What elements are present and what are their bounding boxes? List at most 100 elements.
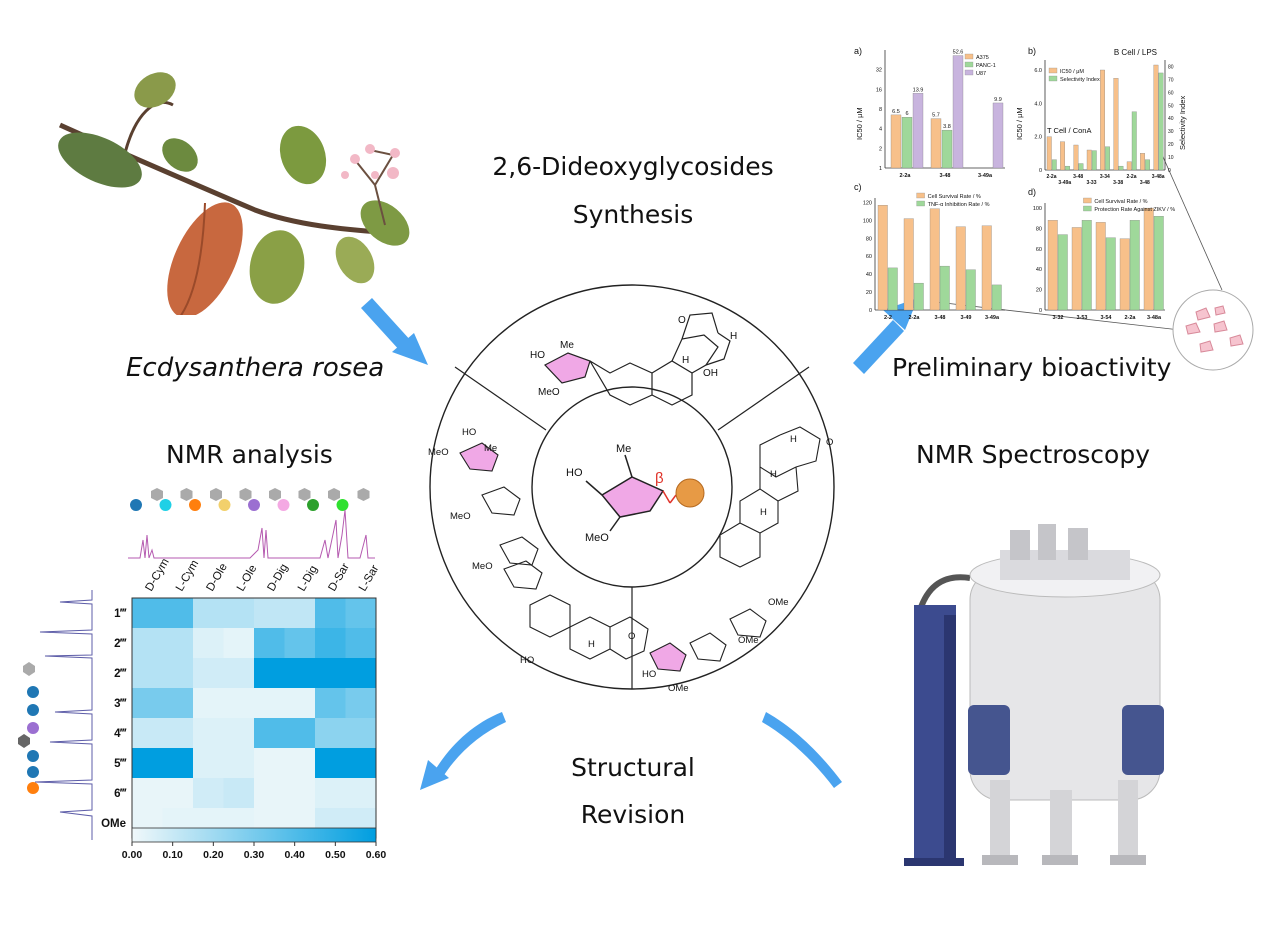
bar (992, 102, 1004, 169)
heatmap-cell (162, 688, 194, 719)
x-tick-label: 3-48a (1147, 315, 1162, 321)
svg-text:MeO: MeO (472, 561, 493, 572)
svg-text:β: β (655, 470, 664, 487)
bar (1153, 64, 1159, 171)
y-tick-label-right: 70 (1168, 77, 1174, 83)
heatmap-cell (254, 718, 285, 749)
x-tick-label: 3-34 (1100, 174, 1110, 180)
colorbar-tick-label: 0.60 (366, 849, 387, 861)
bar (1047, 220, 1058, 311)
heatmap-cell (223, 658, 255, 689)
bar (1105, 146, 1110, 171)
sugar-symbol (130, 499, 142, 511)
y-tick-label-right: 30 (1168, 129, 1174, 135)
heatmap-cell (284, 658, 316, 689)
bar (1060, 141, 1065, 171)
bar (939, 265, 950, 311)
y-tick-label-right: 40 (1168, 116, 1174, 122)
heatmap-cell (223, 598, 255, 629)
heatmap-cell (254, 658, 285, 689)
svg-text:OH: OH (703, 368, 718, 379)
arrow-plant-to-center (361, 298, 428, 365)
y-axis-label: IC50 / μM (1015, 107, 1024, 140)
panel-label-b: b) (1028, 46, 1036, 56)
deoxy-hexagon (328, 488, 340, 501)
legend-label: Cell Survival Rate / % (928, 194, 981, 200)
heatmap-cell (162, 748, 194, 779)
bar (929, 208, 940, 311)
x-tick-label: 2-2a (1046, 174, 1056, 180)
heatmap-cell (132, 658, 163, 689)
heatmap-cell (223, 748, 255, 779)
bar (890, 114, 902, 169)
deoxy-hexagon (151, 488, 163, 501)
heatmap-cell (162, 718, 194, 749)
y-tick-label: 8 (879, 107, 882, 113)
x-tick-label: 2-2a (899, 173, 911, 179)
bar (1091, 150, 1097, 171)
heatmap-cell (132, 748, 163, 779)
heatmap-cell (193, 778, 224, 809)
deoxy-hexagon (269, 488, 281, 501)
bar (981, 225, 992, 311)
svg-text:H: H (790, 434, 797, 445)
heatmap-cell (193, 748, 224, 779)
bar (930, 118, 942, 169)
bar (1126, 161, 1132, 171)
x-tick-label: 2-2a (1126, 174, 1136, 180)
top-segment-molecule (544, 312, 731, 406)
legend-swatch (1048, 75, 1058, 82)
heatmap-cell (345, 778, 377, 809)
svg-text:OMe: OMe (768, 597, 789, 608)
heatmap-cell (345, 598, 377, 629)
heatmap-cell (345, 748, 377, 779)
deoxy-hexagon (298, 488, 311, 501)
bar (991, 284, 1002, 311)
heatmap-col-label: L-Sar (357, 563, 382, 594)
svg-text:HO: HO (566, 467, 583, 479)
svg-text:Me: Me (484, 443, 497, 454)
heatmap-cell (223, 718, 255, 749)
svg-text:MeO: MeO (585, 532, 609, 544)
x-tick-label: 3-48 (934, 315, 945, 321)
svg-text:H: H (770, 469, 777, 480)
bar (1145, 159, 1150, 171)
heatmap-cell (162, 778, 194, 809)
heatmap-cell (284, 778, 316, 809)
chart-annotation: T Cell / ConA (1047, 126, 1091, 135)
bar (1046, 136, 1052, 171)
x-tick-label: 3-49a (1058, 180, 1071, 186)
sugar-symbol (307, 499, 319, 511)
bar (1081, 220, 1092, 311)
svg-text:H: H (730, 331, 737, 342)
sugar-symbol (159, 499, 172, 511)
sugar-symbol (277, 499, 290, 511)
x-tick-label: 3-49a (985, 315, 1000, 321)
x-tick-label: 3-49a (978, 173, 993, 179)
x-tick-label: 3-38 (1113, 180, 1123, 186)
bar (1095, 222, 1106, 311)
svg-text:O: O (678, 315, 686, 326)
heatmap-cell (345, 628, 377, 659)
y-tick-label: 0 (869, 308, 872, 314)
revision-label-line2: Revision (580, 800, 686, 829)
sugar-symbol (218, 499, 231, 511)
bar (1118, 165, 1124, 171)
y-tick-label: 40 (1036, 267, 1042, 273)
heatmap-cell (193, 598, 224, 629)
heatmap-row-label: 5‴ (114, 758, 126, 770)
svg-text:MeO: MeO (428, 447, 449, 458)
bar (1140, 153, 1145, 171)
heatmap-cell (254, 688, 285, 719)
bar (1057, 234, 1068, 311)
heatmap-cell (315, 778, 346, 809)
heatmap-cell (223, 688, 255, 719)
y-axis-label-right: Selectivity Index (1178, 96, 1187, 150)
heatmap-cell (193, 718, 224, 749)
arrow-revision-curve (420, 712, 506, 790)
legend-label: TNF-α Inhibition Rate / % (928, 202, 990, 208)
svg-text:MeO: MeO (538, 387, 560, 398)
heatmap-cell (223, 778, 255, 809)
